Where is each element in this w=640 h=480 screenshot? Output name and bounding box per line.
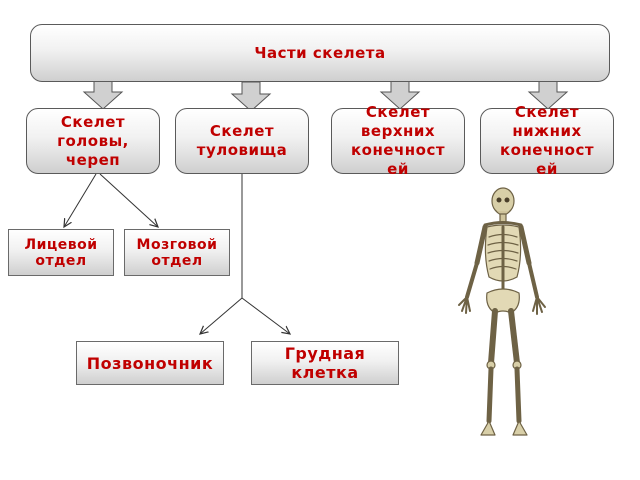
spine-box: Позвоночник bbox=[76, 341, 224, 385]
lower-limbs-skeleton-box: Скелет нижних конечност ей bbox=[480, 103, 614, 178]
head-to-facial-line bbox=[64, 173, 97, 227]
skeleton-parts-title-box: Части скелета bbox=[30, 24, 610, 82]
torso-to-spine-line bbox=[200, 297, 243, 334]
block-arrow-1 bbox=[82, 79, 124, 110]
head-skeleton-box: Скелет головы, череп bbox=[26, 108, 160, 174]
pelvis bbox=[486, 288, 520, 314]
block-arrow-3 bbox=[379, 79, 421, 110]
skull bbox=[491, 187, 515, 215]
upper-limbs-skeleton-label: Скелет верхних конечност ей bbox=[350, 103, 446, 178]
block-arrow-4 bbox=[527, 79, 569, 110]
chest-box: Грудная клетка bbox=[251, 341, 399, 385]
facial-section-box: Лицевой отдел bbox=[8, 229, 114, 276]
head-to-cranial-line bbox=[99, 173, 158, 227]
torso-skeleton-label: Скелет туловища bbox=[196, 122, 288, 159]
upper-limbs-skeleton-box: Скелет верхних конечност ей bbox=[331, 103, 465, 178]
human-skeleton-illustration bbox=[458, 187, 546, 436]
cranial-section-box: Мозговой отдел bbox=[124, 229, 230, 276]
torso-skeleton-box: Скелет туловища bbox=[175, 108, 309, 174]
block-arrow-2 bbox=[230, 81, 272, 112]
facial-section-label: Лицевой отдел bbox=[24, 236, 98, 269]
spine-label: Позвоночник bbox=[86, 353, 214, 373]
skeleton-parts-title: Части скелета bbox=[254, 43, 386, 62]
cranial-section-label: Мозговой отдел bbox=[136, 236, 218, 269]
head-skeleton-label: Скелет головы, череп bbox=[57, 112, 129, 169]
lower-limbs-skeleton-label: Скелет нижних конечност ей bbox=[499, 103, 595, 178]
chest-label: Грудная клетка bbox=[284, 344, 366, 382]
torso-to-chest-line bbox=[241, 297, 290, 334]
